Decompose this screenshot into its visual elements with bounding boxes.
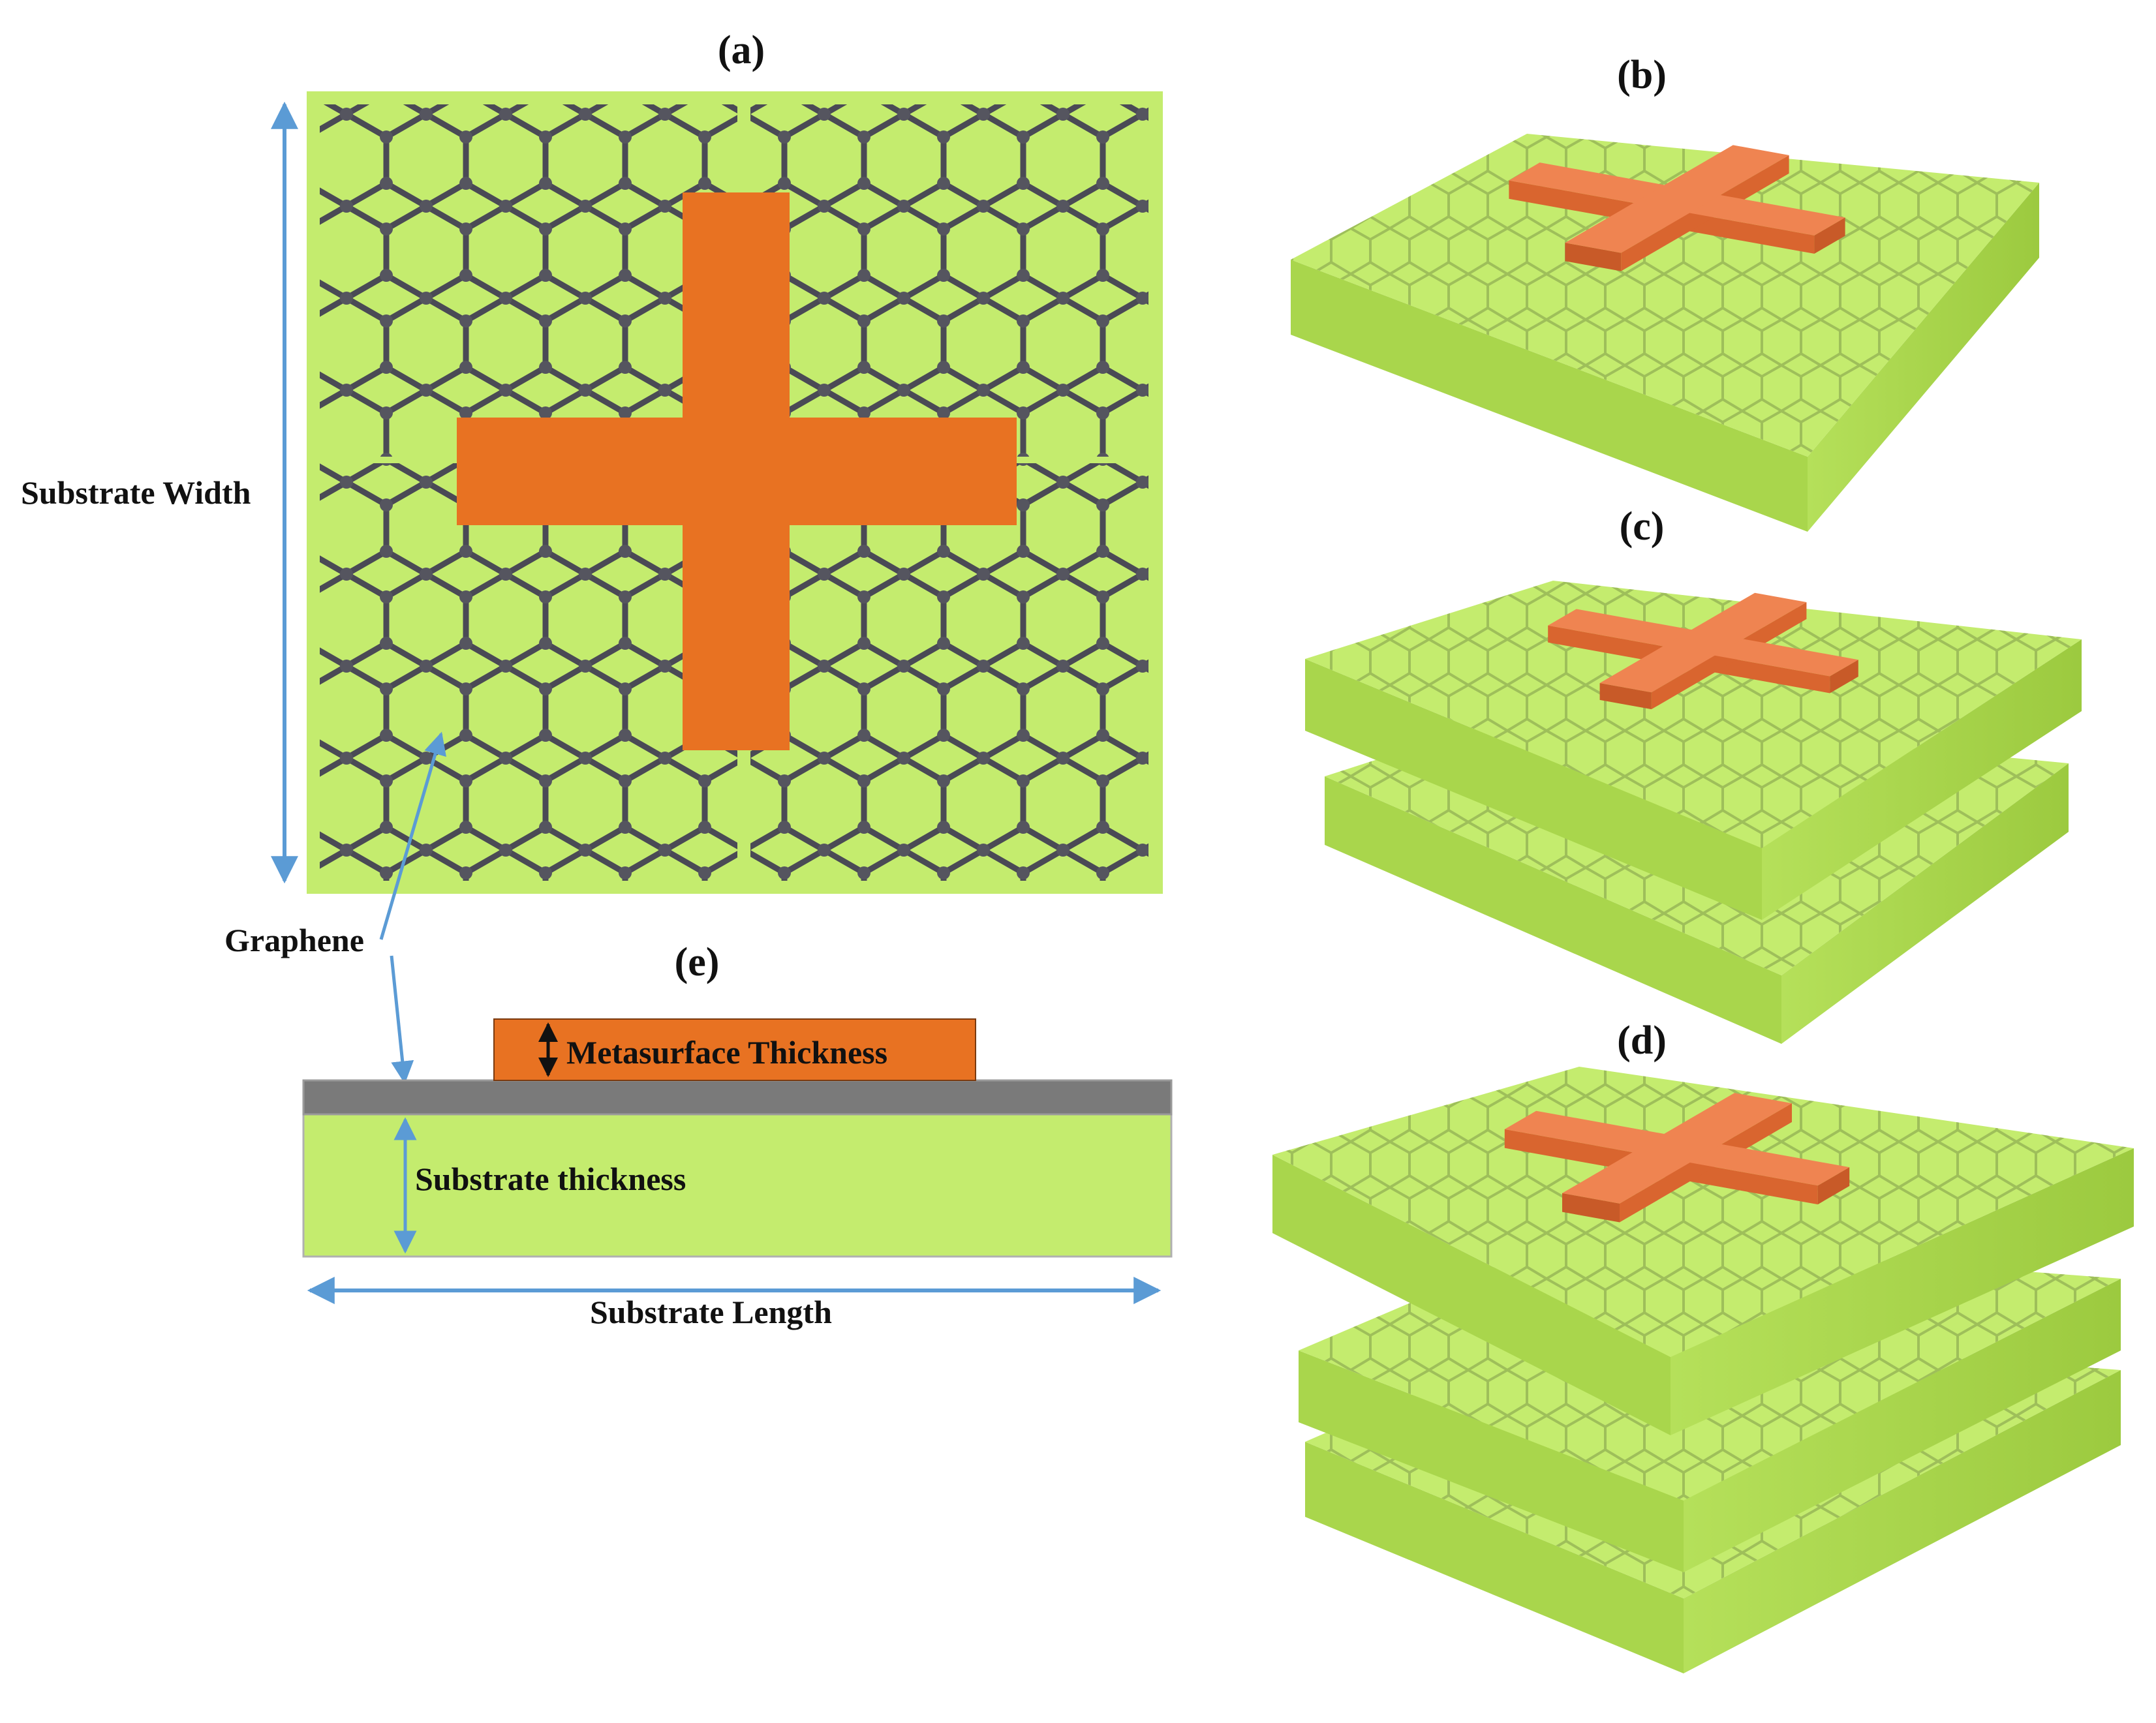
- graphene-lattice-right-bottom: [750, 463, 1148, 881]
- panel-d-three-layers: [1272, 1067, 2134, 1673]
- slab-front-face: [1325, 776, 1781, 1044]
- cross-side-face: [1814, 217, 1845, 254]
- substrate-slab-b: [1291, 134, 2039, 532]
- graphene-lattice-3d: [1291, 134, 2039, 457]
- panel-b-single-layer: [1291, 134, 2039, 532]
- cross-top-bar-2: [1599, 592, 1807, 693]
- slab-right-face: [1808, 183, 2039, 532]
- panels-3d: [1272, 134, 2134, 1673]
- slab-right-face: [1671, 1148, 2134, 1435]
- cross-side-face: [1817, 1167, 1850, 1205]
- cross-3d-d: [1504, 1093, 1850, 1223]
- panel-label-e: (e): [674, 940, 720, 984]
- slab-front-face: [1272, 1155, 1671, 1435]
- slab-right-face: [1781, 763, 2069, 1044]
- metasurface-thickness-label: Metasurface Thickness: [566, 1034, 888, 1071]
- metasurface-layer: [493, 1018, 976, 1081]
- cross-top-bar-2: [1565, 145, 1789, 253]
- graphene-arrow-to-lattice: [379, 731, 446, 940]
- slab-front-face: [1291, 260, 1808, 532]
- substrate-thickness-label: Substrate thickness: [415, 1161, 686, 1197]
- graphene-arrow-to-layer: [390, 955, 414, 1084]
- slab-front-face: [1305, 1442, 1684, 1673]
- cross-horizontal-bar: [457, 418, 1017, 525]
- substrate-width-label: Substrate Width: [21, 474, 251, 511]
- slab-right-face: [1684, 1279, 2121, 1572]
- cross-side-face: [1830, 660, 1858, 694]
- cross-3d-c: [1548, 592, 1858, 710]
- cross-side-face: [1565, 243, 1622, 271]
- cross-side-face: [1599, 682, 1652, 710]
- graphene-lattice-left-bottom: [320, 463, 737, 881]
- cross-top-bar-2: [1562, 1093, 1792, 1204]
- graphene-lattice-3d: [1272, 1067, 2134, 1357]
- substrate-length-label: Substrate Length: [590, 1294, 832, 1330]
- graphene-pointers: [379, 731, 446, 1084]
- panel-c-two-layers: [1305, 581, 2082, 1044]
- substrate-slab-c-top: [1305, 581, 2082, 920]
- substrate-slab-d-top: [1272, 1067, 2134, 1435]
- graphene-lattice-right-top: [750, 104, 1148, 457]
- slab-right-face: [1762, 639, 2082, 920]
- substrate-side-view: [302, 1113, 1173, 1258]
- cross-side-face: [1562, 1193, 1620, 1223]
- graphene-label: Graphene: [224, 922, 364, 958]
- panel-label-a: (a): [717, 28, 765, 72]
- panel-label-c: (c): [1619, 504, 1665, 549]
- slab-front-face: [1299, 1350, 1684, 1572]
- graphene-lattice-3d: [1305, 581, 2082, 848]
- panel-a-top-view: [271, 91, 1163, 894]
- cross-3d-b: [1509, 145, 1845, 271]
- slab-right-face: [1684, 1370, 2121, 1673]
- graphene-layer: [302, 1079, 1173, 1116]
- slab-front-face: [1305, 659, 1762, 920]
- panel-label-b: (b): [1617, 53, 1667, 97]
- panel-e-cross-section: [302, 1018, 1173, 1304]
- graphene-lattice-left-top: [320, 104, 737, 457]
- panel-label-d: (d): [1617, 1018, 1667, 1063]
